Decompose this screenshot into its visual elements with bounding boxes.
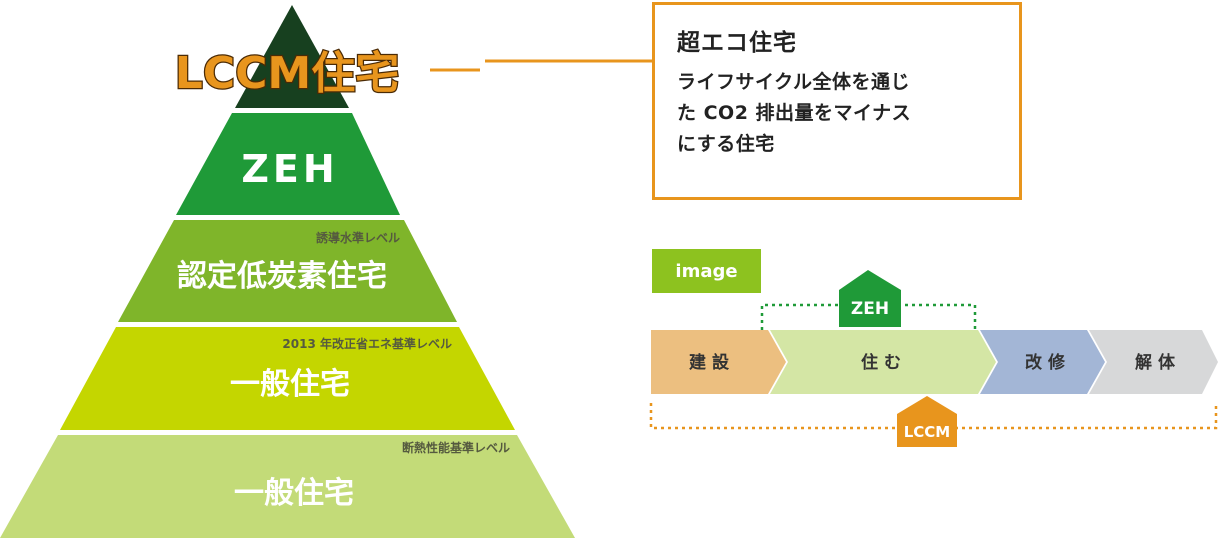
pyramid-apex (235, 5, 349, 108)
tier-sublabel-lowcarbon: 誘導水準レベル (316, 230, 400, 245)
stage-label-build: 建設 (689, 352, 735, 373)
lccm-bracket (649, 403, 1218, 430)
stage-label-live: 住む (861, 352, 907, 373)
zeh-marker-label: ZEH (851, 299, 889, 319)
tier-sublabel-insulation: 断熱性能基準レベル (402, 440, 510, 455)
pyramid-tier-lowcarbon (118, 220, 457, 322)
tier-sublabel-2013: 2013 年改正省エネ基準レベル (282, 336, 452, 351)
lccm-marker-label: LCCM (904, 423, 951, 441)
stage-live (770, 330, 996, 394)
pyramid-tier-zeh (176, 113, 400, 215)
stage-renovate (980, 330, 1105, 394)
pyramid-tier-general-2013 (60, 327, 515, 430)
tier-label-general-insulation: 一般住宅 (234, 476, 354, 511)
callout-body: ライフサイクル全体を通じ た CO2 排出量をマイナス にする住宅 (677, 71, 912, 155)
image-badge: image (652, 249, 761, 293)
callout-title: 超エコ住宅 (677, 30, 797, 56)
callout-box: 超エコ住宅 ライフサイクル全体を通じ た CO2 排出量をマイナス にする住宅 (652, 2, 1022, 200)
tier-label-general-2013: 一般住宅 (230, 367, 350, 402)
tier-label-lowcarbon: 認定低炭素住宅 (177, 259, 387, 294)
pyramid-tier-general-insulation (0, 435, 575, 538)
lccm-house-marker (897, 396, 957, 447)
tier-label-zeh: ZEH (241, 147, 338, 191)
stage-build (651, 330, 786, 394)
zeh-house-marker (839, 270, 901, 327)
stage-demolish (1089, 330, 1218, 394)
lccm-top-label: LCCM住宅 (175, 48, 399, 99)
stage-label-demolish: 解体 (1135, 352, 1181, 373)
stage-label-renovate: 改修 (1025, 352, 1071, 373)
